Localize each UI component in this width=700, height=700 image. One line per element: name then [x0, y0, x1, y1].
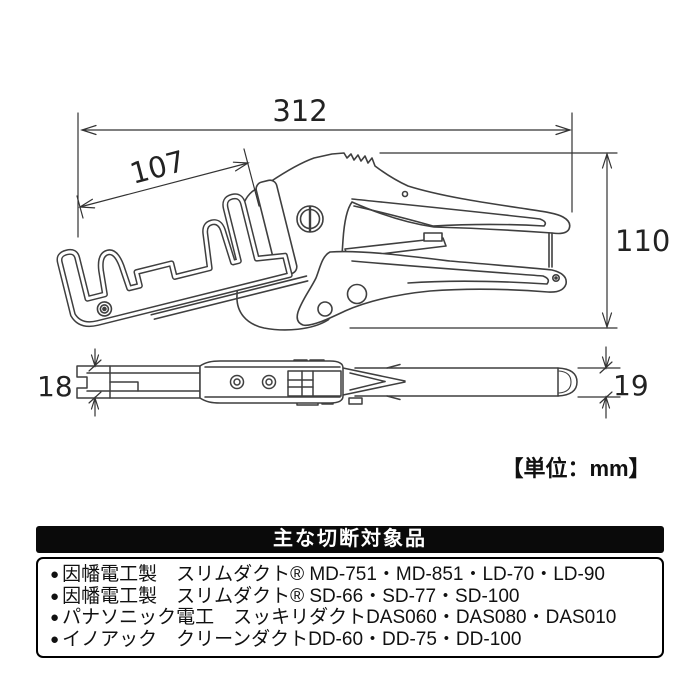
- table-row-text: 因幡電工製 スリムダクト® SD-66・SD-77・SD-100: [62, 585, 520, 607]
- dimension-handle-thickness: 19: [577, 346, 649, 419]
- plan-blade-inner-top: [349, 372, 386, 383]
- lower-handle: [296, 250, 568, 327]
- side-view-drawing: [56, 152, 571, 331]
- plan-tube-endcap: [557, 367, 578, 397]
- guide-rail-line-1: [150, 275, 308, 316]
- lower-handle-pin: [551, 273, 560, 282]
- plan-blade-top: [342, 367, 406, 382]
- plan-tab-bottom-3: [348, 397, 363, 405]
- dimension-lines: 312 107 110: [37, 94, 670, 419]
- plan-blade-inner-bottom: [349, 380, 386, 391]
- plan-tube-endcap-inner: [558, 370, 572, 394]
- table-row: ●因幡電工製 スリムダクト® SD-66・SD-77・SD-100: [50, 586, 652, 608]
- cutting-targets-table: 主な切断対象品 ●因幡電工製 スリムダクト® MD-751・MD-851・LD-…: [36, 526, 664, 658]
- guide-comb-inner-line: [58, 194, 292, 326]
- table-body: ●因幡電工製 スリムダクト® MD-751・MD-851・LD-70・LD-90…: [36, 557, 664, 658]
- lower-handle-slot: [351, 260, 550, 285]
- dim-18-label: 18: [37, 370, 73, 403]
- bullet-icon: ●: [50, 566, 60, 583]
- dim-312-label: 312: [272, 94, 327, 128]
- upper-handle-slot: [351, 198, 547, 227]
- table-row-text: イノアック クリーンダクトDD-60・DD-75・DD-100: [62, 628, 522, 650]
- dim-107-label: 107: [126, 144, 188, 191]
- guide-screw-mid: [99, 304, 110, 314]
- plan-view-drawing: [76, 359, 578, 406]
- table-row-text: 因幡電工製 スリムダクト® MD-751・MD-851・LD-70・LD-90: [62, 564, 605, 585]
- bullet-icon: ●: [50, 587, 60, 605]
- table-header: 主な切断対象品: [36, 526, 664, 553]
- plan-pivot-frame: [287, 370, 342, 397]
- dimension-overall-length: 312: [77, 94, 573, 238]
- table-row: ●因幡電工製 スリムダクト® MD-751・MD-851・LD-70・LD-90: [50, 564, 652, 586]
- dim-19-label: 19: [613, 369, 649, 402]
- body-hole-small: [317, 301, 333, 317]
- table-row: ●パナソニック電工 スッキリダクトDAS060・DAS080・DAS010: [50, 607, 652, 629]
- plan-bolt-2-inner: [265, 378, 273, 386]
- plan-tube-chamfer-top: [386, 363, 401, 369]
- upper-handle-pin: [401, 190, 409, 198]
- guide-rail-line-2: [153, 280, 309, 320]
- lower-handle-pin-dot: [554, 276, 558, 280]
- table-row-text: パナソニック電工 スッキリダクトDAS060・DAS080・DAS010: [62, 607, 617, 628]
- guide-comb: [56, 193, 309, 328]
- guide-screw-dot: [102, 306, 107, 312]
- unit-label: 【単位：mm】: [501, 456, 651, 481]
- latch-tab: [423, 232, 443, 242]
- dimension-head-thickness: 18: [37, 348, 102, 417]
- plan-tube-chamfer-bottom: [386, 395, 401, 401]
- plan-blade-bottom: [342, 381, 406, 396]
- plan-bolt-1-inner: [233, 378, 241, 386]
- body-hole-large: [346, 283, 368, 305]
- bullet-icon: ●: [50, 630, 60, 648]
- bullet-icon: ●: [50, 609, 60, 626]
- duct-cutter-technical-drawing: 312 107 110: [37, 94, 670, 419]
- table-row: ●イノアック クリーンダクトDD-60・DD-75・DD-100: [50, 629, 652, 651]
- plan-bolt-2-outer: [261, 374, 277, 390]
- plan-head-step: [109, 381, 139, 392]
- dimension-height: 110: [349, 152, 670, 329]
- dim-110-label: 110: [615, 224, 670, 258]
- plan-bolt-1-outer: [229, 374, 245, 390]
